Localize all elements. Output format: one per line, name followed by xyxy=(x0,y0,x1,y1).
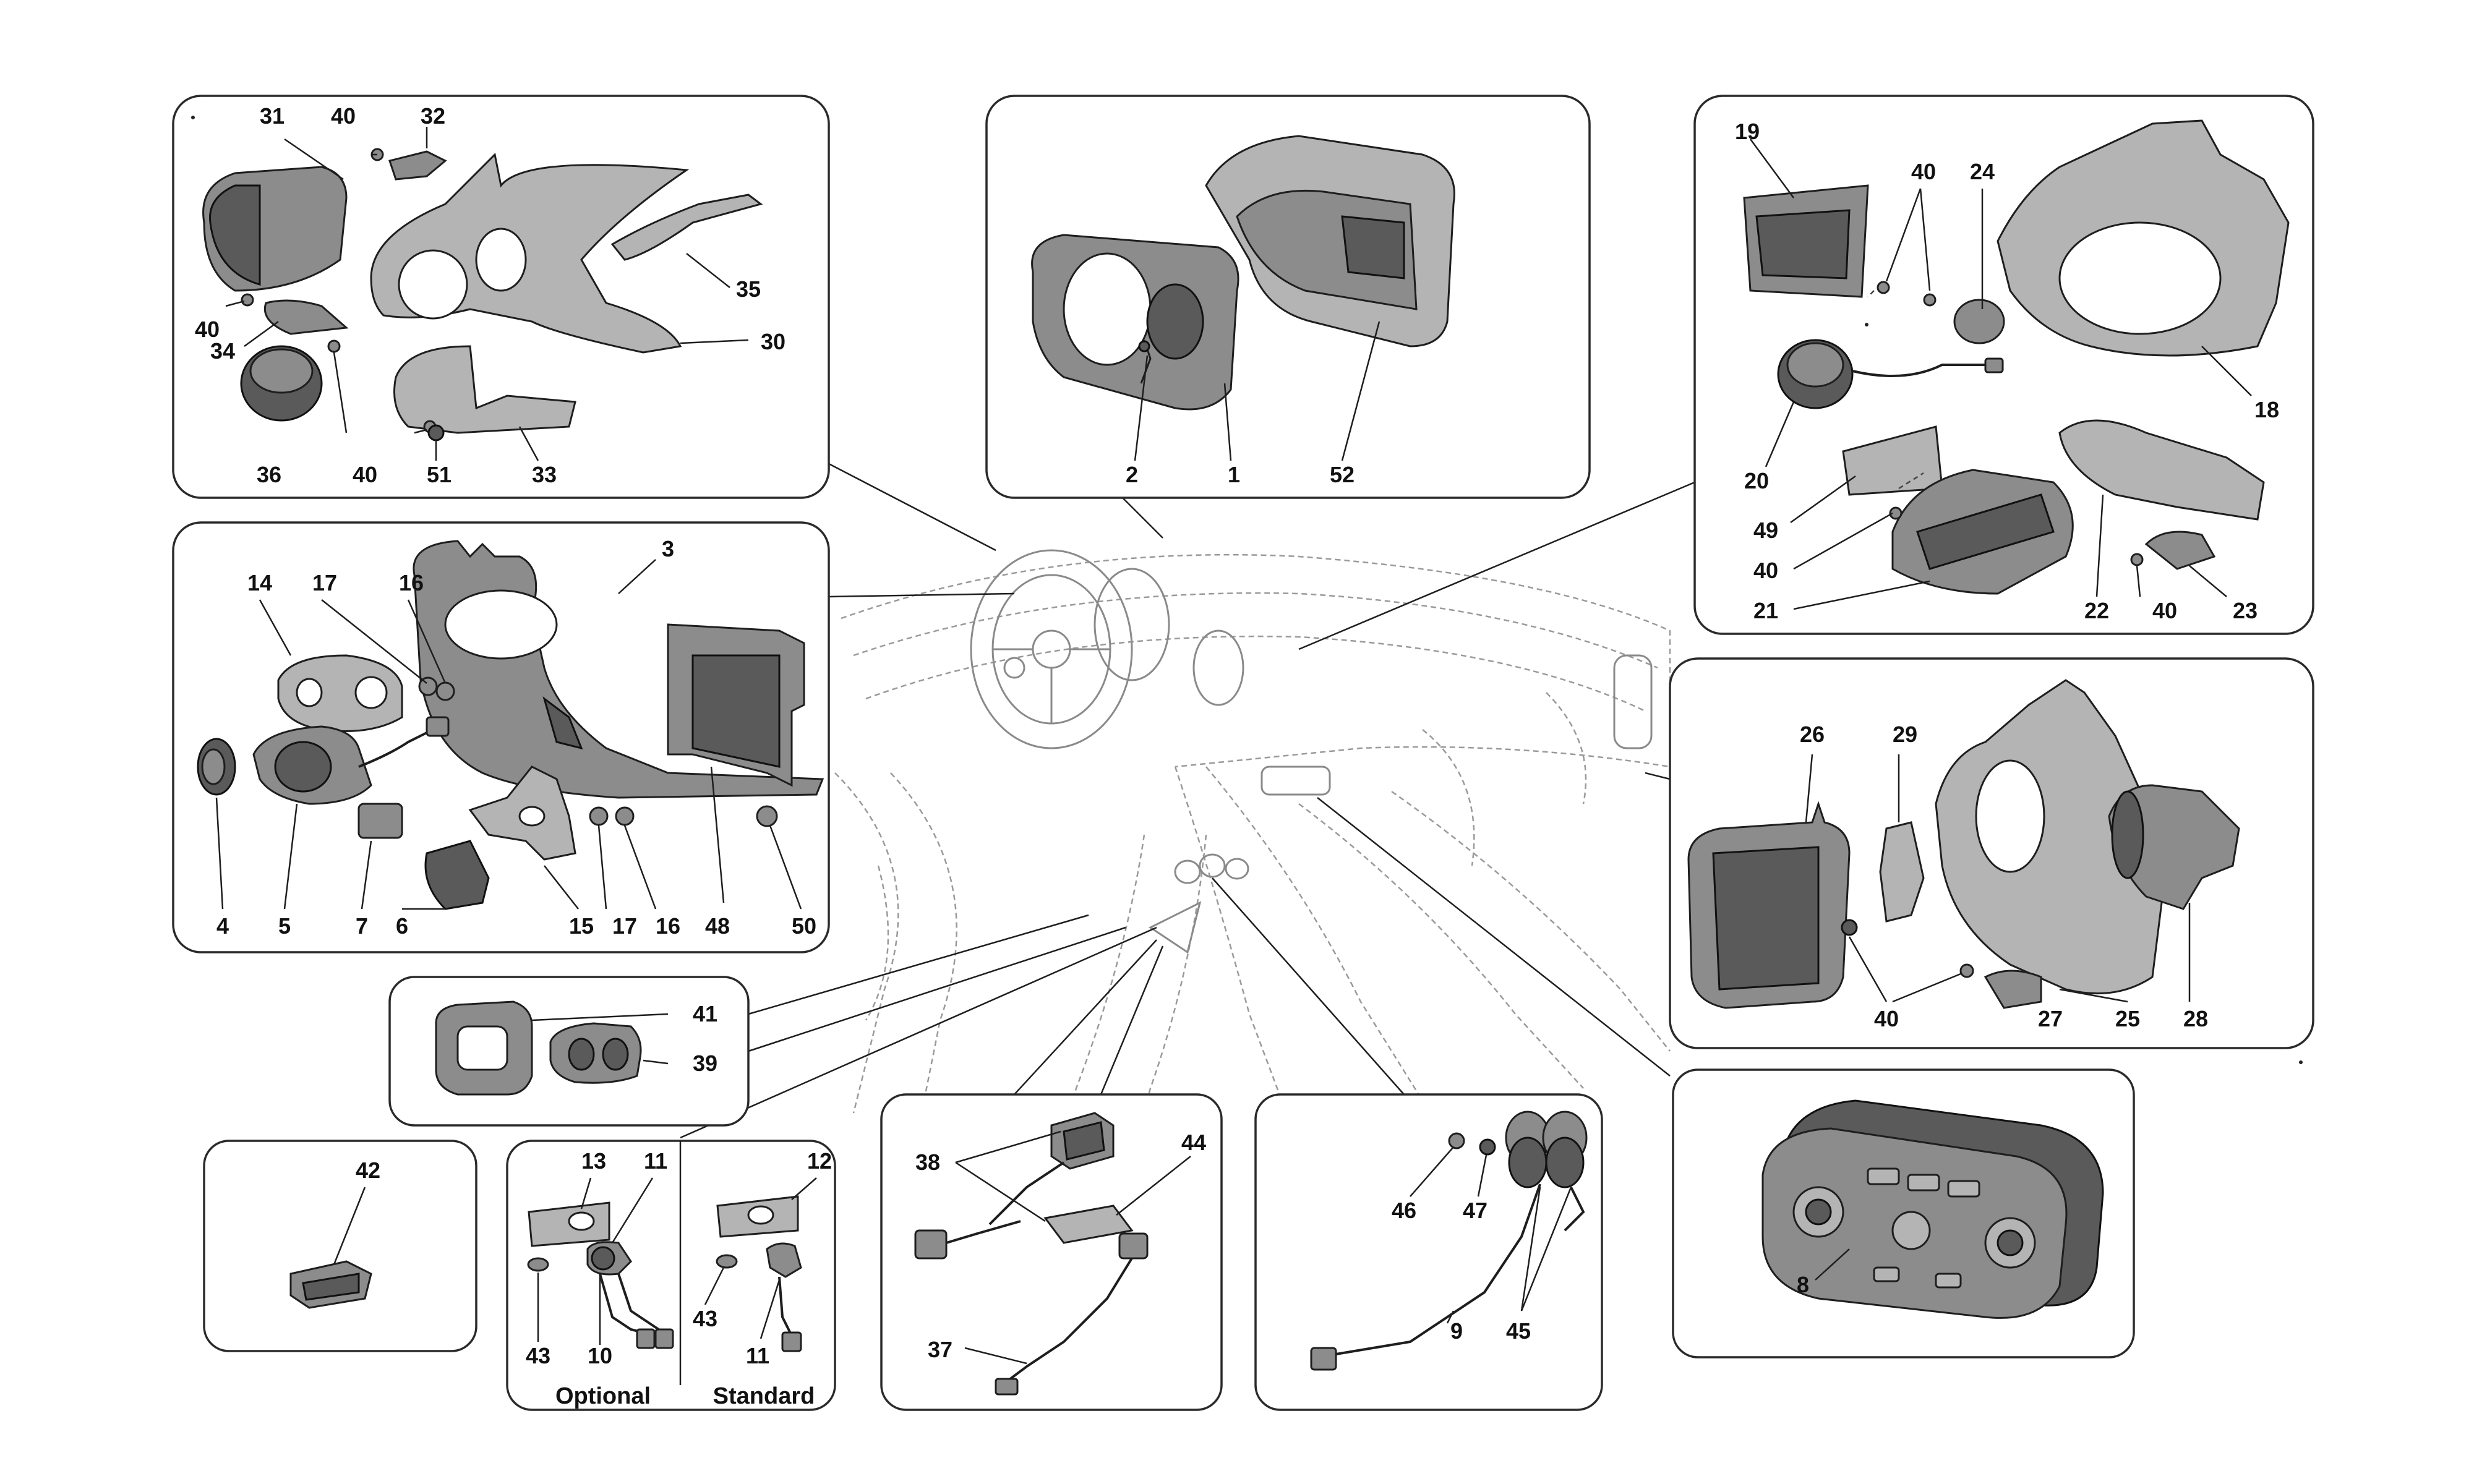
panel-instrument-cluster: 2 1 52 xyxy=(985,95,1591,499)
callout-40: 40 xyxy=(1874,1006,1899,1031)
panel-climate-control-unit: 8 xyxy=(1672,1068,2135,1358)
callout-24: 24 xyxy=(1970,159,1995,184)
callout-34: 34 xyxy=(210,338,235,364)
callout-30: 30 xyxy=(761,329,785,354)
callout-23: 23 xyxy=(2233,598,2258,623)
callout-33: 33 xyxy=(532,462,557,487)
panel-small-switch: 42 xyxy=(203,1140,477,1352)
callout-8: 8 xyxy=(1797,1272,1809,1297)
scan-dot xyxy=(2299,1060,2303,1064)
callout-28: 28 xyxy=(2183,1006,2208,1031)
callout-13: 13 xyxy=(581,1148,606,1174)
dashboard-overview-sketch xyxy=(834,549,1671,1175)
panel-leader-lines xyxy=(680,463,1695,1139)
callout-26: 26 xyxy=(1800,722,1825,747)
scan-dot xyxy=(191,116,195,119)
scan-dot xyxy=(1865,323,1868,326)
callout-19: 19 xyxy=(1735,119,1760,144)
callout-31: 31 xyxy=(260,103,285,129)
callout-32: 32 xyxy=(421,103,445,129)
callout-5: 5 xyxy=(278,913,291,939)
callout-21: 21 xyxy=(1753,598,1778,623)
callout-2: 2 xyxy=(1126,462,1138,487)
callout-48: 48 xyxy=(705,913,730,939)
standard-label: Standard xyxy=(713,1383,815,1409)
callout-25: 25 xyxy=(2115,1006,2140,1031)
callout-17: 17 xyxy=(612,913,637,939)
callout-17: 17 xyxy=(312,570,337,595)
panel-knee-panel: 3 14 17 16 48 4 5 7 6 15 17 16 50 xyxy=(172,521,830,953)
callout-38: 38 xyxy=(915,1149,940,1175)
optional-label: Optional xyxy=(555,1383,651,1409)
panel-dash-right: 19 40 24 18 20 49 40 21 22 40 23 xyxy=(1693,95,2314,635)
callout-4: 4 xyxy=(216,913,229,939)
callout-20: 20 xyxy=(1744,468,1769,493)
callout-40: 40 xyxy=(331,103,356,129)
callout-16: 16 xyxy=(399,570,424,595)
panel-seat-switches: 46 47 9 45 xyxy=(1254,1093,1603,1411)
callout-46: 46 xyxy=(1392,1198,1416,1223)
callout-40: 40 xyxy=(195,317,220,342)
callout-9: 9 xyxy=(1450,1318,1463,1344)
callout-15: 15 xyxy=(569,913,594,939)
callout-52: 52 xyxy=(1330,462,1355,487)
panel-centre-vent: 26 29 40 27 25 28 xyxy=(1669,657,2314,1049)
callout-18: 18 xyxy=(2254,397,2279,422)
callout-35: 35 xyxy=(736,276,761,302)
callout-3: 3 xyxy=(662,536,674,561)
callout-22: 22 xyxy=(2084,598,2109,623)
callout-44: 44 xyxy=(1181,1130,1206,1155)
panel-dash-lower-left: 31 40 32 40 35 30 34 36 40 51 33 xyxy=(172,95,830,499)
panel-tunnel-switches: 38 44 37 xyxy=(880,1093,1223,1411)
callout-12: 12 xyxy=(807,1148,832,1174)
callout-6: 6 xyxy=(396,913,408,939)
panel-optional-standard-switches: 13 11 43 10 12 43 11 Optional Standard xyxy=(506,1140,836,1411)
callout-36: 36 xyxy=(257,462,281,487)
callout-40: 40 xyxy=(353,462,377,487)
callout-40: 40 xyxy=(1753,558,1778,583)
callout-40: 40 xyxy=(2152,598,2177,623)
callout-16: 16 xyxy=(656,913,680,939)
callout-11: 11 xyxy=(746,1343,769,1368)
callout-45: 45 xyxy=(1506,1318,1531,1344)
callout-43: 43 xyxy=(693,1306,717,1331)
callout-40: 40 xyxy=(1911,159,1936,184)
callout-39: 39 xyxy=(693,1051,717,1076)
callout-47: 47 xyxy=(1463,1198,1487,1223)
callout-49: 49 xyxy=(1753,518,1778,543)
callout-42: 42 xyxy=(356,1158,380,1183)
callout-50: 50 xyxy=(792,913,816,939)
callout-7: 7 xyxy=(356,913,368,939)
callout-51: 51 xyxy=(427,462,452,487)
callout-29: 29 xyxy=(1893,722,1917,747)
callout-1: 1 xyxy=(1228,462,1240,487)
callout-14: 14 xyxy=(247,570,272,595)
callout-37: 37 xyxy=(928,1337,952,1362)
callout-43: 43 xyxy=(526,1343,550,1368)
callout-11: 11 xyxy=(644,1148,667,1174)
panel-switch-bezel: 41 39 xyxy=(388,976,750,1127)
callout-41: 41 xyxy=(693,1001,717,1026)
callout-27: 27 xyxy=(2038,1006,2063,1031)
callout-10: 10 xyxy=(588,1343,612,1368)
